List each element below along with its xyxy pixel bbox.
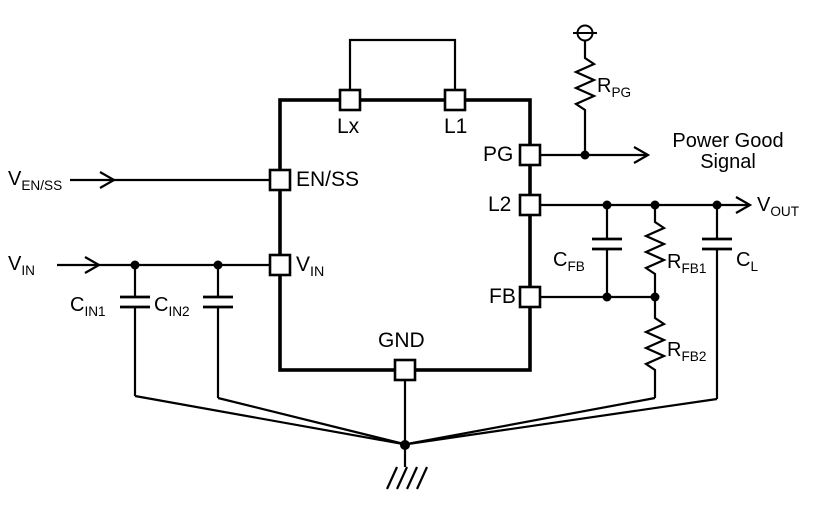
label-c-fb: CFB: [553, 249, 585, 274]
label-v-enss: VEN/SS: [8, 168, 63, 193]
arrow-vout-output: [735, 196, 753, 214]
label-r-fb1-sub: FB1: [681, 261, 707, 276]
label-c-in2-sub: IN2: [168, 304, 190, 319]
label-c-in1: CIN1: [70, 294, 106, 319]
label-power-good-line2: Signal: [700, 151, 756, 173]
ic-pins: [268, 88, 542, 382]
label-power-good: Power Good Signal: [653, 131, 803, 173]
label-c-l-main: C: [736, 249, 751, 271]
pin-gnd: [393, 358, 417, 382]
junction-dot: [580, 150, 590, 160]
label-v-in-source: VIN: [8, 253, 35, 278]
pin-fb: [518, 285, 542, 309]
label-r-fb2: RFB2: [667, 339, 707, 364]
capacitors: [120, 205, 732, 399]
label-v-enss-sub: EN/SS: [21, 178, 63, 193]
label-pin-vin: VIN: [296, 253, 324, 279]
label-pin-fb: FB: [489, 285, 516, 308]
label-pin-enss: EN/SS: [296, 168, 360, 191]
junction-dot: [213, 260, 223, 270]
label-pin-fb-text: FB: [489, 285, 516, 308]
wire-cl-return: [407, 397, 718, 446]
wire-rfb2-return: [406, 396, 656, 446]
resistor-rpg: [573, 41, 597, 155]
pin-pg: [518, 143, 542, 167]
label-pin-enss-text: EN/SS: [296, 168, 360, 191]
arrow-vin-input: [84, 256, 102, 274]
pin-enss: [268, 168, 292, 192]
junction-dot: [130, 260, 140, 270]
capacitor-cfb: [592, 205, 622, 297]
label-r-pg: RPG: [597, 75, 632, 100]
junction-dot: [712, 200, 722, 210]
capacitor-cl: [702, 205, 732, 399]
label-v-out-main: V: [757, 194, 771, 216]
label-c-fb-main: C: [553, 249, 568, 271]
label-r-fb2-main: R: [667, 339, 682, 361]
label-pin-l1: L1: [444, 115, 468, 138]
label-pin-lx-text: Lx: [337, 115, 360, 138]
label-pin-lx: Lx: [337, 115, 360, 138]
label-v-in-sub: IN: [21, 263, 35, 278]
resistor-rfb1: [643, 205, 667, 297]
pin-vin: [268, 253, 292, 277]
label-pin-l1-text: L1: [444, 115, 468, 138]
label-v-in-main: V: [8, 253, 22, 275]
label-v-enss-main: V: [8, 168, 22, 190]
junction-dot: [650, 292, 660, 302]
label-c-in1-main: C: [70, 294, 85, 316]
wires: [57, 38, 750, 446]
pin-lx: [338, 88, 362, 112]
label-v-out: VOUT: [757, 194, 800, 219]
label-r-pg-sub: PG: [611, 85, 632, 100]
wire-cin1-return: [134, 394, 404, 446]
wire-inductor-loop: [348, 38, 457, 90]
pin-l1: [443, 88, 467, 112]
arrows: [84, 146, 753, 274]
resistor-rfb2: [643, 297, 667, 398]
junction-dot: [602, 200, 612, 210]
arrow-enss-input: [99, 171, 117, 189]
wire-cin2-return: [217, 396, 405, 446]
label-pin-l2-text: L2: [488, 193, 512, 216]
label-r-pg-main: R: [597, 75, 612, 97]
label-pin-pg: PG: [483, 143, 514, 166]
capacitor-cin2: [203, 265, 233, 398]
label-pin-l2: L2: [488, 193, 512, 216]
label-r-fb1-main: R: [667, 251, 682, 273]
label-c-in2: CIN2: [154, 294, 190, 319]
label-r-fb2-sub: FB2: [681, 349, 707, 364]
label-power-good-line1: Power Good: [672, 130, 784, 152]
junction-dots: [130, 150, 722, 450]
capacitor-cin1: [120, 265, 150, 396]
arrow-pg-output: [633, 146, 651, 164]
ground-symbol-icon: [385, 445, 429, 490]
junction-dot: [602, 292, 612, 302]
label-c-fb-sub: FB: [567, 259, 585, 274]
label-c-l: CL: [736, 249, 759, 274]
label-pin-pg-text: PG: [483, 143, 514, 166]
label-pin-vin-main: V: [296, 253, 311, 276]
label-pin-gnd-text: GND: [378, 329, 425, 352]
label-r-fb1: RFB1: [667, 251, 707, 276]
label-v-out-sub: OUT: [770, 204, 800, 219]
label-c-in2-main: C: [154, 294, 169, 316]
label-c-in1-sub: IN1: [84, 304, 106, 319]
pin-l2: [518, 193, 542, 217]
junction-dot: [650, 200, 660, 210]
resistors: [573, 41, 667, 398]
label-c-l-sub: L: [750, 259, 759, 274]
label-pin-gnd: GND: [378, 329, 425, 352]
rpg-terminal: [573, 24, 597, 42]
label-pin-vin-sub: IN: [310, 264, 325, 281]
